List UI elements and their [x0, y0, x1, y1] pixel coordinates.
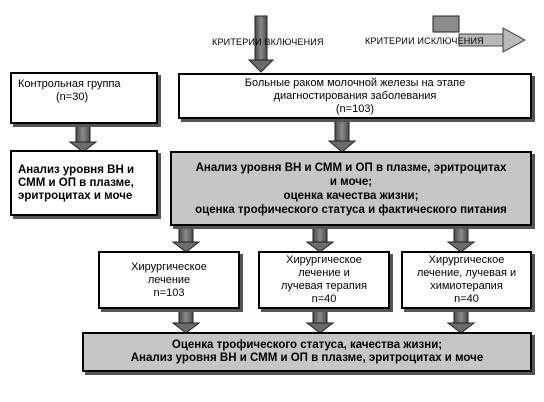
- patients-count: (n=103): [335, 102, 375, 115]
- main-analysis-line4: оценка трофического статуса и фактическо…: [195, 203, 507, 216]
- group-surgery-line2: лечение: [147, 273, 191, 286]
- arrow-group3-down: [446, 224, 476, 253]
- main-analysis-line3: оценка качества жизни;: [283, 189, 419, 202]
- patients-line2: диагностирования заболевания: [273, 89, 437, 102]
- group-surgery-chemo-count: n=40: [454, 293, 479, 305]
- arrow-group2-down: [305, 224, 335, 253]
- final-assessment-line1: Оценка трофического статуса, качества жи…: [171, 339, 443, 351]
- group-surgery-radiation-line2: лечение и: [298, 267, 350, 279]
- control-group-count: (n=30): [56, 91, 89, 103]
- group-surgery-chemo-box: Хирургическое лечение, лучевая и химиоте…: [401, 251, 532, 309]
- group-surgery-line1: Хирургическое: [131, 260, 207, 273]
- arrow-patients-down: [327, 116, 357, 153]
- control-analysis-line3: эритроцитах и моче: [18, 189, 133, 202]
- legend-inclusion-label: КРИТЕРИИ ВКЛЮЧЕНИЯ: [212, 37, 324, 47]
- arrow-control-down: [68, 121, 98, 153]
- arrow-group1-down: [171, 224, 201, 253]
- legend-inclusion-icon: [247, 15, 275, 73]
- group-surgery-radiation-box: Хирургическое лечение и лучевая терапия …: [258, 251, 390, 309]
- group-surgery-count: n=103: [153, 286, 185, 299]
- main-analysis-line2: и моче;: [329, 175, 373, 188]
- final-assessment-box: Оценка трофического статуса, качества жи…: [82, 332, 532, 372]
- main-analysis-box: Анализ уровня ВН и СММ и ОП в плазме, эр…: [170, 151, 532, 226]
- group-surgery-chemo-line1: Хирургическое: [428, 254, 505, 266]
- arrow-group3-to-final: [446, 304, 476, 334]
- arrow-group2-to-final: [305, 304, 335, 334]
- control-group-box: Контрольная группа (n=30): [10, 72, 158, 124]
- group-surgery-radiation-count: n=40: [311, 293, 337, 305]
- group-surgery-box: Хирургическое лечение n=103: [98, 251, 240, 309]
- patients-line1: Больные раком молочной железы на этапе: [244, 76, 466, 89]
- final-assessment-line2: Анализ уровня ВН и СММ и ОП в плазме, эр…: [130, 352, 484, 364]
- main-analysis-line1: Анализ уровня ВН и СММ и ОП в плазме, эр…: [195, 161, 507, 174]
- group-surgery-chemo-line3: химиотерапия: [430, 280, 503, 292]
- control-group-title: Контрольная группа: [18, 78, 121, 90]
- arrow-group1-to-final: [171, 304, 201, 334]
- control-analysis-line1: Анализ уровня ВН и: [18, 163, 135, 176]
- legend-exclusion-label: КРИТЕРИИ ИСКЛЮЧЕНИЯ: [365, 36, 484, 46]
- control-analysis-box: Анализ уровня ВН и СММ и ОП в плазме, эр…: [10, 150, 158, 216]
- group-surgery-chemo-line2: лечение, лучевая и: [416, 267, 517, 279]
- control-analysis-line2: СММ и ОП в плазме,: [18, 176, 134, 189]
- patients-box: Больные раком молочной железы на этапе д…: [178, 73, 532, 119]
- legend-exclusion-icon: [432, 15, 527, 53]
- group-surgery-radiation-line3: лучевая терапия: [281, 280, 367, 292]
- group-surgery-radiation-line1: Хирургическое: [286, 254, 362, 266]
